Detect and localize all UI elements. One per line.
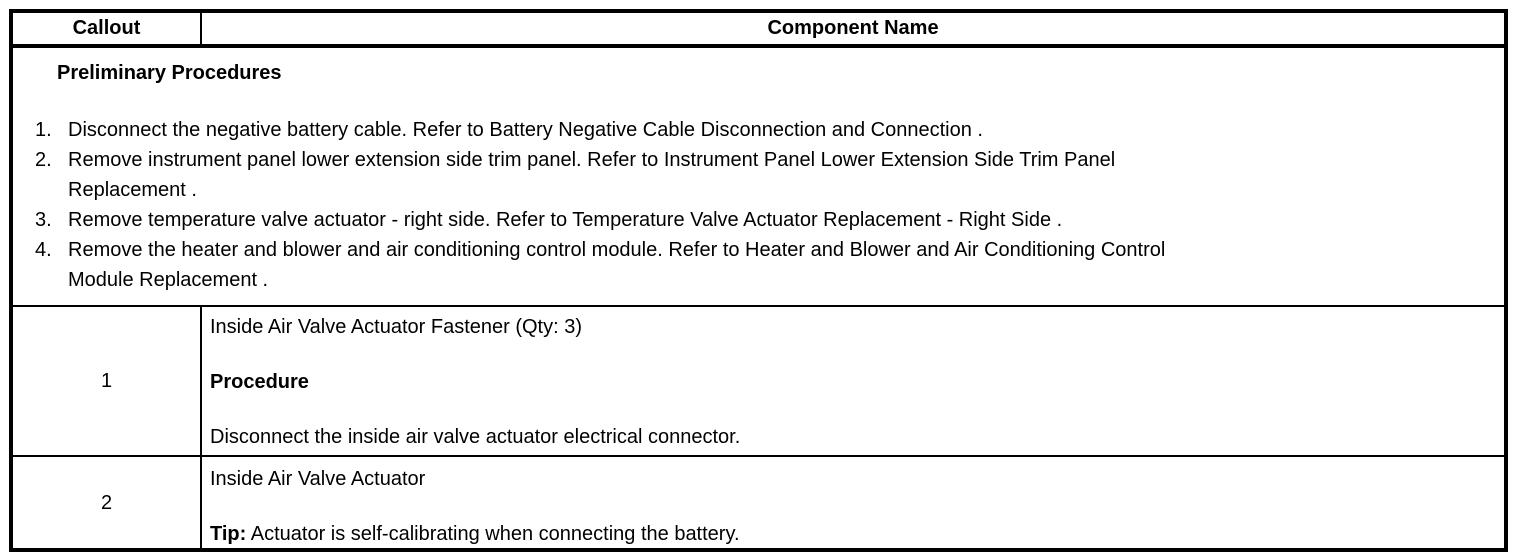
step-item-3: 3. Remove temperature valve actuator - r… <box>35 205 1504 235</box>
header-cell-component: Component Name <box>202 13 1504 44</box>
preliminary-procedures-section: Preliminary Procedures 1. Disconnect the… <box>13 48 1504 305</box>
step-text: Disconnect the negative battery cable. R… <box>68 115 1504 145</box>
step-text-line: Replacement . <box>68 179 197 201</box>
step-text-line: Module Replacement . <box>68 269 269 291</box>
tip-text: Actuator is self-calibrating when connec… <box>246 523 740 545</box>
component-cell: Inside Air Valve Actuator Fastener (Qty:… <box>202 307 1504 455</box>
table-row-callout-2: 2 Inside Air Valve Actuator Tip: Actuato… <box>13 455 1504 548</box>
step-text-line: Remove the heater and blower and air con… <box>68 239 1166 261</box>
component-name: Inside Air Valve Actuator Fastener (Qty:… <box>210 316 583 338</box>
step-text-line: Remove instrument panel lower extension … <box>68 149 1116 171</box>
tip-paragraph: Tip: Actuator is self-calibrating when c… <box>210 522 1492 546</box>
step-text: Remove temperature valve actuator - righ… <box>68 205 1504 235</box>
step-number: 2. <box>35 149 52 171</box>
callout-number: 2 <box>100 492 113 514</box>
callout-cell: 1 <box>13 307 202 455</box>
step-item-4: 4. Remove the heater and blower and air … <box>35 235 1504 295</box>
step-number: 4. <box>35 239 52 261</box>
callout-number: 1 <box>100 369 113 392</box>
procedure-detail: Disconnect the inside air valve actuator… <box>210 426 741 448</box>
component-cell: Inside Air Valve Actuator Tip: Actuator … <box>202 457 1504 548</box>
callout-component-table: Callout Component Name Preliminary Proce… <box>9 9 1508 552</box>
step-item-1: 1. Disconnect the negative battery cable… <box>35 115 1504 145</box>
step-text-line: Remove temperature valve actuator - righ… <box>68 209 1063 231</box>
callout-cell: 2 <box>13 457 202 548</box>
step-text: Remove the heater and blower and air con… <box>68 235 1504 295</box>
tip-label: Tip: <box>210 523 247 545</box>
table-header-row: Callout Component Name <box>13 13 1504 48</box>
procedure-heading: Procedure <box>210 371 309 393</box>
callout-column-label: Callout <box>72 17 141 39</box>
step-text-line: Disconnect the negative battery cable. R… <box>68 119 983 141</box>
preliminary-procedures-title: Preliminary Procedures <box>57 62 282 84</box>
header-cell-callout: Callout <box>13 13 202 44</box>
component-column-label: Component Name <box>767 17 939 39</box>
step-number: 1. <box>35 119 52 141</box>
step-number: 3. <box>35 209 52 231</box>
preliminary-steps-list: 1. Disconnect the negative battery cable… <box>35 115 1504 295</box>
step-text: Remove instrument panel lower extension … <box>68 145 1504 205</box>
step-item-2: 2. Remove instrument panel lower extensi… <box>35 145 1504 205</box>
table-row-callout-1: 1 Inside Air Valve Actuator Fastener (Qt… <box>13 305 1504 455</box>
component-name: Inside Air Valve Actuator <box>210 468 426 490</box>
